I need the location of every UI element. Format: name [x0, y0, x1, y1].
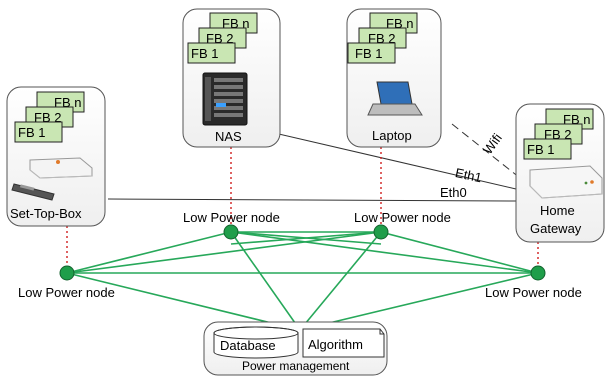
node-left	[59, 265, 75, 281]
eth1-label: Eth1	[454, 165, 483, 185]
laptop-icon	[367, 81, 423, 116]
database-icon	[213, 326, 299, 359]
node-center-right	[373, 224, 389, 240]
node-right	[530, 265, 546, 281]
set-top-box-label: Set-Top-Box	[10, 206, 82, 221]
eth0-link	[107, 198, 517, 202]
device-node-connectors	[66, 147, 539, 272]
fb-label: FB 1	[355, 46, 382, 61]
power-management-label: Power management	[242, 359, 350, 373]
algorithm-label: Algorithm	[308, 337, 363, 352]
node-right-label: Low Power node	[485, 285, 582, 300]
set-top-box-device: FB n FB 2 FB 1 Set-Top-Box	[6, 86, 106, 227]
fb-label: FB 2	[368, 31, 395, 46]
wifi-link	[451, 123, 521, 179]
low-power-nodes	[59, 224, 546, 281]
fb-stack: FB n FB 2 FB 1	[523, 108, 594, 160]
fb-label: FB 2	[34, 110, 61, 125]
database-label: Database	[220, 338, 276, 353]
algorithm-icon	[302, 328, 385, 358]
node-center-left-label: Low Power node	[183, 210, 280, 225]
fb-stack: FB n FB 2 FB 1	[347, 12, 418, 64]
fb-label: FB 2	[206, 31, 233, 46]
home-gateway-icon	[529, 165, 603, 199]
eth0-label: Eth0	[440, 185, 467, 200]
nas-icon	[202, 72, 248, 126]
node-center-left	[223, 224, 239, 240]
fb-stack: FB n FB 2 FB 1	[187, 12, 258, 64]
fb-label: FB n	[54, 95, 81, 110]
home-gateway-device: FB n FB 2 FB 1 Home Gateway	[515, 103, 605, 243]
home-gateway-label-line2: Gateway	[530, 221, 582, 236]
network-links	[107, 123, 521, 202]
fb-stack: FB n FB 2 FB 1	[14, 91, 85, 143]
fb-label: FB n	[563, 112, 590, 127]
laptop-device: FB n FB 2 FB 1 Laptop	[346, 8, 442, 148]
nas-device: FB n FB 2 FB 1 NAS	[182, 8, 281, 148]
fb-label: FB 2	[544, 127, 571, 142]
node-left-label: Low Power node	[18, 285, 115, 300]
node-center-right-label: Low Power node	[354, 210, 451, 225]
fb-label: FB 1	[18, 125, 45, 140]
set-top-box-icon	[11, 157, 93, 201]
eth1-link	[239, 124, 517, 190]
fb-label: FB n	[222, 16, 249, 31]
home-gateway-label-line1: Home	[540, 203, 575, 218]
laptop-label: Laptop	[372, 128, 412, 143]
nas-label: NAS	[215, 129, 242, 144]
fb-label: FB n	[386, 16, 413, 31]
fb-label: FB 1	[191, 46, 218, 61]
wifi-label: Wifi	[480, 131, 505, 157]
fb-label: FB 1	[527, 142, 554, 157]
power-mesh	[66, 231, 539, 331]
power-management-box: Database Algorithm Power management	[203, 321, 388, 376]
